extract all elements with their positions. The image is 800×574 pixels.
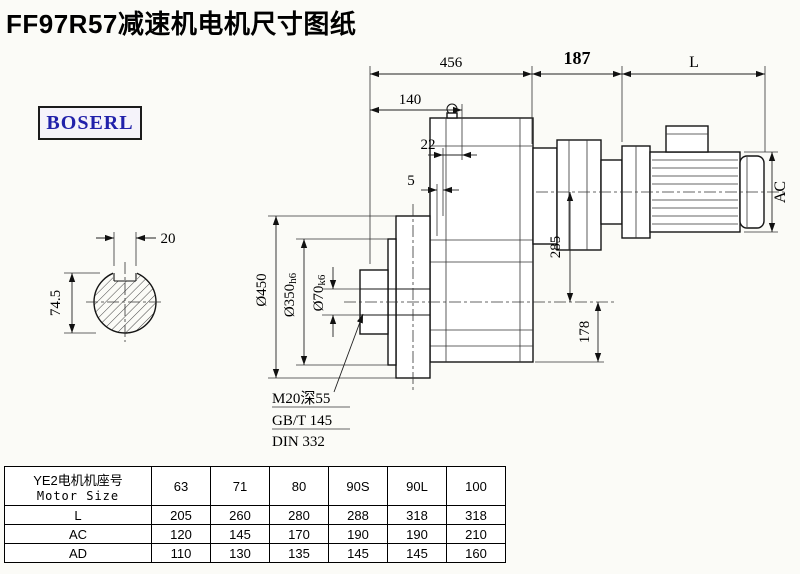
second-reducer-outline <box>532 139 623 251</box>
dim-spigot-tolerance: h6 <box>287 272 299 284</box>
value-cell: 160 <box>446 543 506 563</box>
size-cell: 80 <box>269 466 329 506</box>
brand-text: BOSERL <box>46 111 134 134</box>
dim-285: 285 <box>548 236 564 259</box>
size-cell: 90L <box>387 466 447 506</box>
dim-reducer2-length: 187 <box>564 48 591 68</box>
table-header-cell: YE2电机机座号 Motor Size <box>4 466 152 506</box>
row-label: AD <box>4 543 152 563</box>
row-label: AC <box>4 524 152 544</box>
dim-motor-length: L <box>689 54 699 71</box>
dim-140: 140 <box>399 92 422 108</box>
table-row-AD: AD 110 130 135 145 145 160 <box>4 543 506 563</box>
value-cell: 145 <box>210 524 270 544</box>
value-cell: 190 <box>387 524 447 544</box>
dim-key-width: 20 <box>161 231 176 247</box>
dimension-lines <box>64 66 778 430</box>
dim-178: 178 <box>577 321 593 344</box>
dim-total-length: 456 <box>440 55 463 71</box>
dim-motor-diameter: AC <box>772 181 789 203</box>
value-cell: 260 <box>210 505 270 525</box>
note-tap-hole: M20深55 <box>272 390 330 407</box>
dim-flange-od: Ø450 <box>254 273 270 306</box>
table-row-L: L 205 260 280 288 318 318 <box>4 505 506 525</box>
motor-outline <box>621 125 765 239</box>
value-cell: 210 <box>446 524 506 544</box>
value-cell: 170 <box>269 524 329 544</box>
table-row-AC: AC 120 145 170 190 190 210 <box>4 524 506 544</box>
value-cell: 190 <box>328 524 388 544</box>
dim-5: 5 <box>407 173 415 189</box>
table-header-cn: YE2电机机座号 <box>33 472 123 488</box>
value-cell: 280 <box>269 505 329 525</box>
value-cell: 205 <box>151 505 211 525</box>
value-cell: 318 <box>446 505 506 525</box>
value-cell: 130 <box>210 543 270 563</box>
brand-logo: BOSERL <box>38 106 142 140</box>
size-cell: 100 <box>446 466 506 506</box>
note-standard-din: DIN 332 <box>272 434 325 450</box>
gearbox-housing-outline <box>429 103 534 363</box>
note-standard-gbt: GB/T 145 <box>272 413 332 429</box>
mounting-flange-outline <box>387 215 431 379</box>
dim-shaft-height: 74.5 <box>48 290 64 316</box>
value-cell: 135 <box>269 543 329 563</box>
size-cell: 63 <box>151 466 211 506</box>
table-header-en: Motor Size <box>36 488 120 503</box>
motor-size-table: YE2电机机座号 Motor Size 63 71 80 90S 90L 100… <box>4 466 506 563</box>
dim-spigot-value: Ø350 <box>282 284 298 317</box>
value-cell: 120 <box>151 524 211 544</box>
table-header-row: YE2电机机座号 Motor Size 63 71 80 90S 90L 100 <box>4 466 506 506</box>
size-cell: 71 <box>210 466 270 506</box>
page-title: FF97R57减速机电机尺寸图纸 <box>6 9 357 39</box>
value-cell: 145 <box>387 543 447 563</box>
value-cell: 145 <box>328 543 388 563</box>
technical-drawing: 456 187 L 140 22 5 285 178 AC Ø450 Ø350h… <box>48 48 789 450</box>
dim-shaft-value: Ø70 <box>311 286 327 312</box>
value-cell: 318 <box>387 505 447 525</box>
dim-shaft-diameter: Ø70k6 <box>311 274 328 311</box>
dim-22: 22 <box>421 137 436 153</box>
dimension-labels: 456 187 L 140 22 5 285 178 AC Ø450 Ø350h… <box>48 48 789 450</box>
dim-spigot-diameter: Ø350h6 <box>282 272 299 317</box>
tap-leader-line <box>333 313 364 393</box>
centerlines <box>86 191 784 392</box>
row-label: L <box>4 505 152 525</box>
value-cell: 288 <box>328 505 388 525</box>
value-cell: 110 <box>151 543 211 563</box>
terminal-box <box>665 125 709 153</box>
size-cell: 90S <box>328 466 388 506</box>
dim-shaft-tolerance: k6 <box>316 274 328 286</box>
